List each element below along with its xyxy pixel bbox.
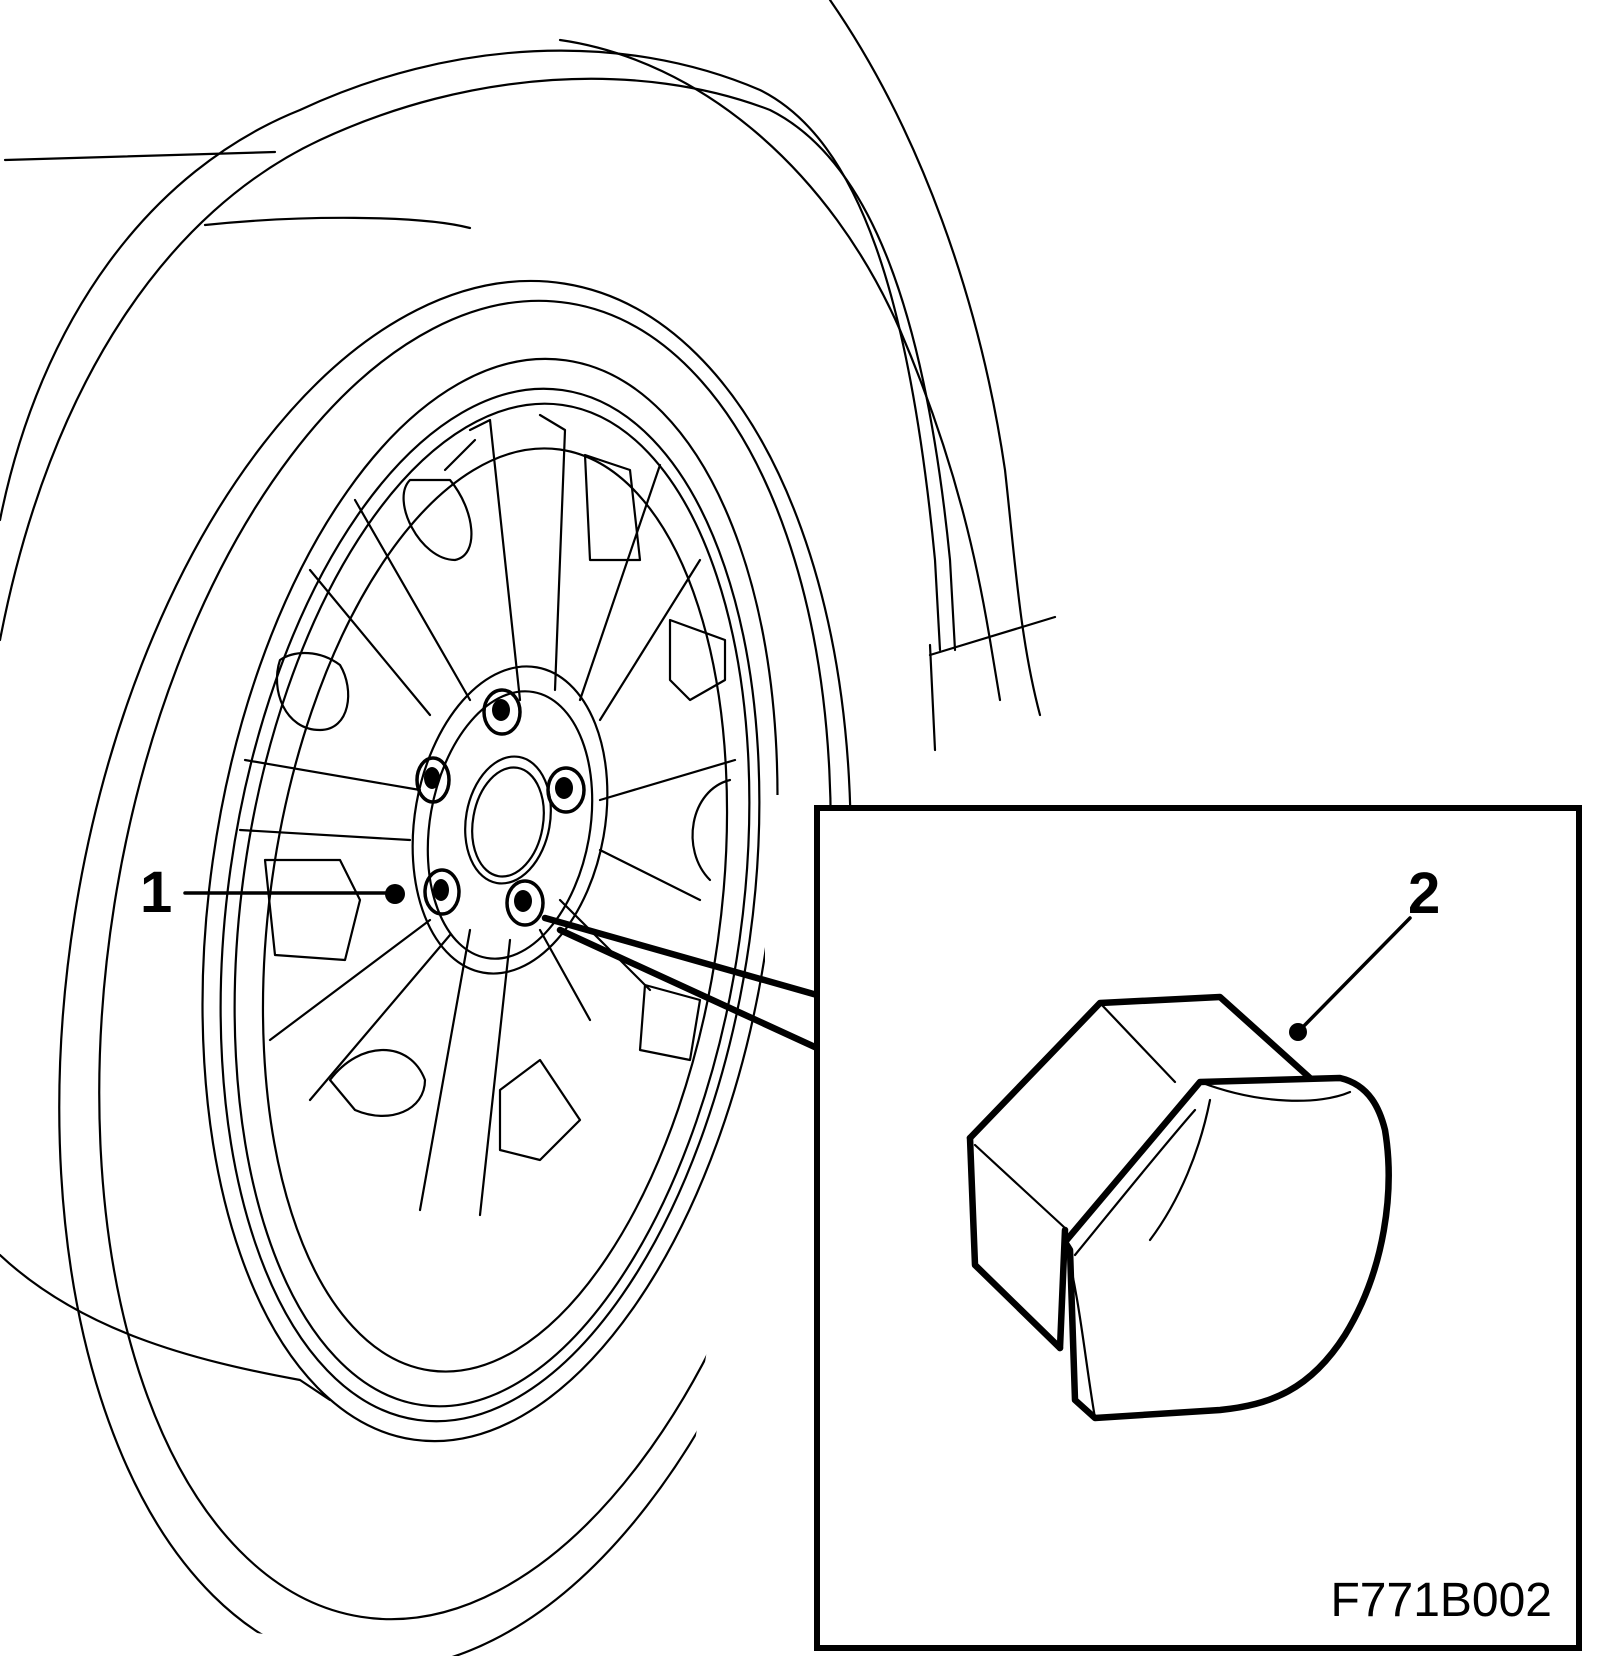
callout-2-dot (1289, 1023, 1307, 1041)
bolt-cap-lower-right (505, 879, 545, 927)
bolt-cap-right (546, 766, 586, 814)
bolt-cap-left (415, 756, 451, 804)
inset-frame (814, 805, 1582, 1651)
bolt-cap-top (482, 688, 522, 736)
tyre (58, 216, 852, 1656)
wheel-bolt-caps (415, 688, 586, 927)
callout-2: 2 (1289, 861, 1440, 1041)
callout-2-label: 2 (1408, 861, 1440, 926)
callout-1-dot (385, 884, 405, 904)
wheel-cap-enlarged (966, 993, 1392, 1422)
wheel-hub (411, 665, 609, 975)
callout-1: 1 (140, 860, 405, 925)
bolt-cap-lower-left (423, 868, 461, 916)
inset-leader-lines (541, 914, 821, 1052)
callout-1-label: 1 (140, 860, 172, 925)
wheel-rim (201, 357, 779, 1443)
figure-code: F771B002 (1330, 1574, 1552, 1627)
wheel-spokes (238, 413, 737, 1217)
car-body-outline (0, 0, 1057, 1402)
